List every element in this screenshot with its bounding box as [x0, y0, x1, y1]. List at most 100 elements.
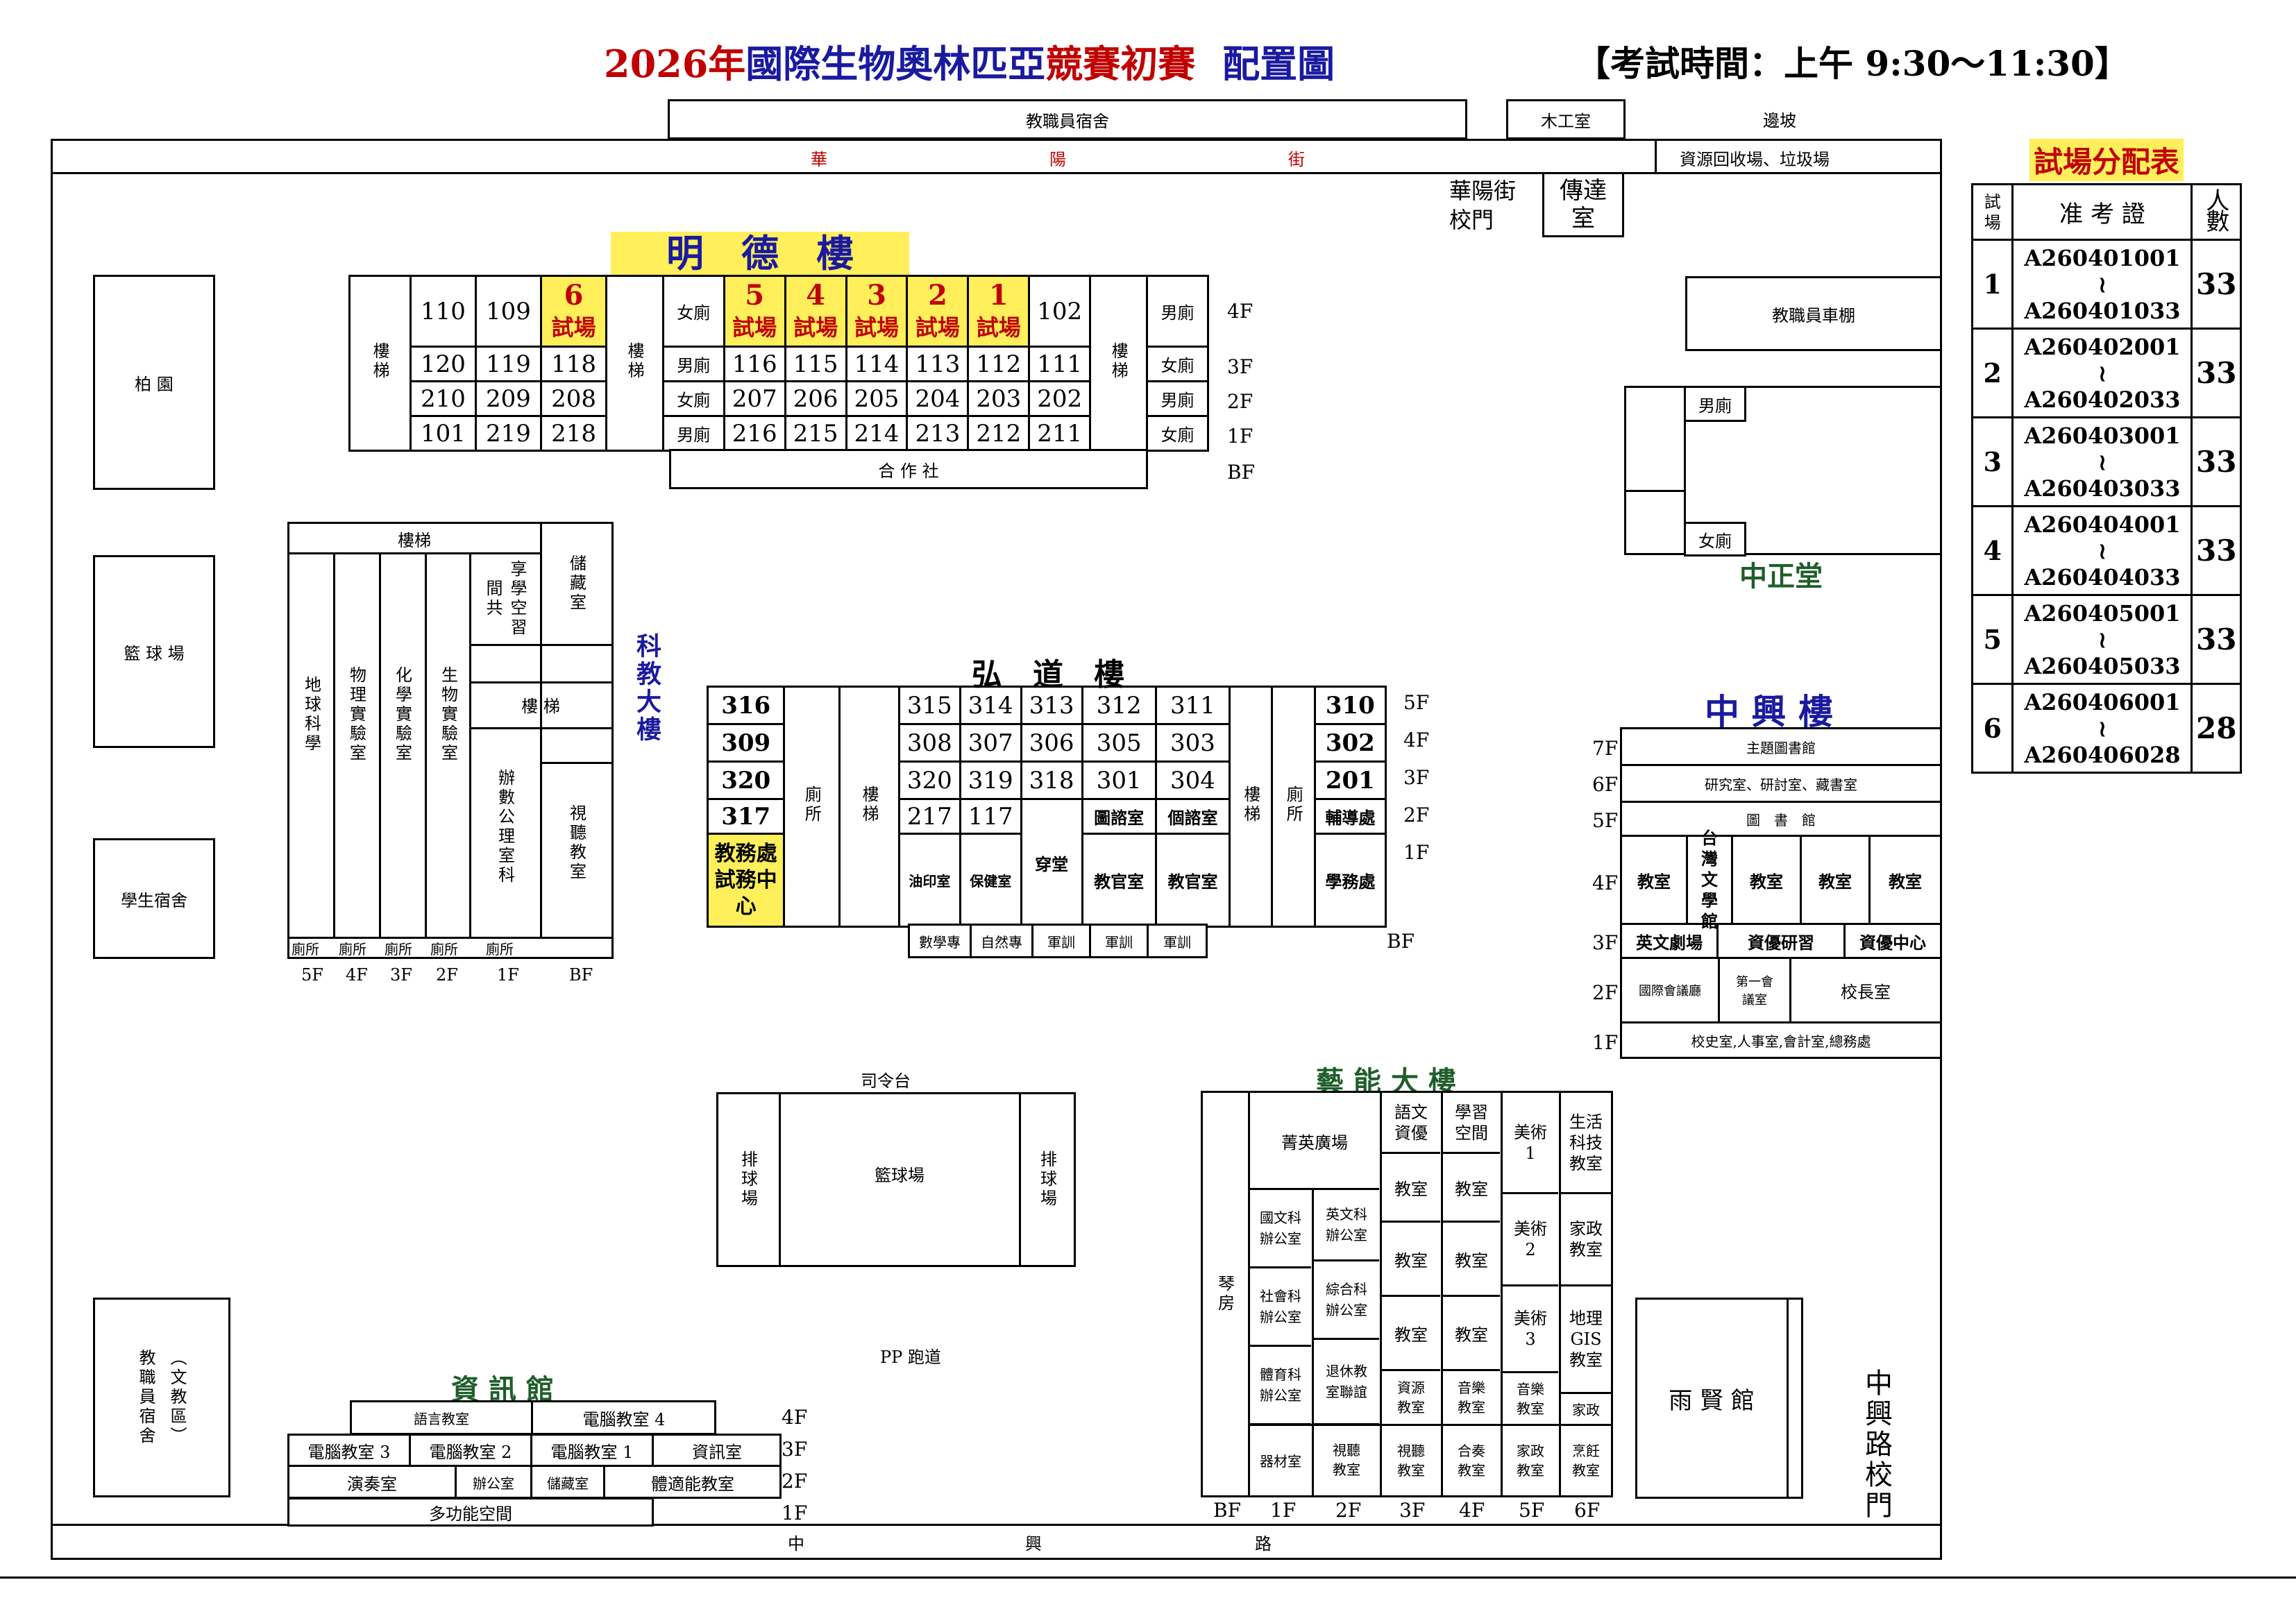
life-tech-room: 生活科技教室 — [1561, 1094, 1611, 1194]
pe-office: 體育科辦公室 — [1250, 1347, 1311, 1425]
yineng-floor-5f: 5F — [1519, 1499, 1545, 1522]
ziyun-floor-2f: 2F — [782, 1470, 808, 1493]
room-214: 214 — [845, 415, 909, 452]
room-318: 318 — [1020, 760, 1083, 800]
kejiao-name: 科教大樓 — [632, 633, 661, 744]
room-303: 303 — [1154, 723, 1231, 763]
kejiao-wc-2f: 廁所 — [430, 941, 458, 958]
room-315: 315 — [897, 686, 961, 725]
room-317: 317 — [706, 798, 786, 835]
room-302: 302 — [1313, 723, 1387, 763]
garden: 柏 園 — [93, 275, 215, 490]
study-space: 學習空間 — [1443, 1094, 1500, 1154]
ziyun-floor-3f: 3F — [782, 1438, 808, 1461]
room-203: 203 — [967, 380, 1031, 417]
zhongxing-floor-7f: 7F — [1592, 737, 1619, 760]
principal-office: 校長室 — [1791, 959, 1940, 1023]
room-102: 102 — [1028, 275, 1092, 348]
yineng-floor-3f: 3F — [1399, 1499, 1426, 1522]
integrated-office: 綜合科辦公室 — [1314, 1261, 1379, 1340]
kejiao-wc-4f: 廁所 — [339, 941, 366, 958]
allocation-table: 試場 准 考 證 人數 1 A260401001≀A260401033 33 2… — [1970, 183, 2242, 774]
mingde-wc-1f-right: 女廁 — [1145, 415, 1210, 452]
geography-gis-room: 地理GIS教室 — [1561, 1286, 1611, 1394]
music-room-2: 音樂教室 — [1503, 1373, 1558, 1426]
room-101: 101 — [409, 415, 477, 452]
room-304: 304 — [1154, 760, 1231, 800]
zhongzheng-hall — [1624, 386, 1942, 555]
kejiao-storage: 儲藏室 — [566, 554, 586, 613]
computer-room-4: 電腦教室 4 — [582, 1409, 666, 1429]
title-part1: 國際生物奧林匹亞 — [745, 42, 1046, 86]
street-zhongxing-3: 路 — [1255, 1534, 1272, 1554]
room-202: 202 — [1028, 380, 1092, 417]
mingde-stairs-left: 樓梯 — [348, 275, 412, 452]
allocation-header-count: 人數 — [2191, 183, 2242, 241]
kejiao-floor-5f: 5F — [301, 965, 323, 985]
individual-counseling: 個諮室 — [1154, 798, 1231, 835]
street-zhongxing-1: 中 — [788, 1534, 804, 1554]
allocation-header-room: 試場 — [1970, 183, 2014, 241]
room-217: 217 — [897, 798, 961, 835]
room-201: 201 — [1313, 760, 1387, 800]
room-310: 310 — [1313, 686, 1387, 725]
home-ec-small: 家政 — [1561, 1394, 1611, 1426]
kejiao-floor-bf: BF — [569, 965, 593, 985]
yineng-classroom-4: 教室 — [1443, 1223, 1500, 1297]
allocation-count-6: 28 — [2191, 683, 2242, 774]
kejiao-study-space: 享學空習間共 — [483, 560, 527, 638]
allocation-room-2: 2 — [1970, 328, 2014, 418]
home-ec-room: 家政教室 — [1561, 1194, 1611, 1286]
gate-zhongxing: 中興路校門 — [1860, 1368, 1892, 1521]
mingde-floor-2f: 2F — [1227, 390, 1253, 413]
zhongzheng-wc-female: 女廁 — [1684, 522, 1746, 556]
kejiao-floor-3f: 3F — [390, 965, 412, 985]
yineng-classroom-6: 教室 — [1443, 1297, 1500, 1371]
allocation-range-4: A260404001≀A260404033 — [2011, 505, 2193, 596]
ziyun-office: 辦公室 — [457, 1467, 532, 1497]
basketball-court-center: 籃球場 — [875, 1166, 925, 1185]
mingde-name: 明 德 樓 — [611, 232, 909, 275]
kejiao-wc-1f: 廁所 — [486, 941, 514, 958]
instructor-room-1: 教官室 — [1081, 833, 1157, 928]
ziyun-storage: 儲藏室 — [532, 1467, 605, 1497]
yineng-classroom-5: 教室 — [1382, 1297, 1440, 1371]
allocation-count-1: 33 — [2191, 239, 2242, 330]
gifted-study: 資優研習 — [1719, 925, 1846, 959]
kejiao-floor-2f: 2F — [436, 965, 458, 985]
kejiao-floor-1f: 1F — [497, 965, 519, 985]
mingde-stairs-mid: 樓梯 — [605, 275, 664, 452]
zhongxing-5f: 圖 書 館 — [1622, 803, 1940, 837]
zhongxing-floor-6f: 6F — [1592, 773, 1619, 796]
exam-time: 【考試時間：上午 9:30～11:30】 — [1576, 43, 2129, 84]
kejiao-stairs-top: 樓梯 — [398, 530, 431, 550]
ziyun-floor-4f: 4F — [782, 1406, 808, 1429]
room-307: 307 — [959, 723, 1022, 763]
music-room-1: 音樂教室 — [1443, 1371, 1500, 1426]
yineng-floor-2f: 2F — [1335, 1499, 1362, 1522]
allocation-room-4: 4 — [1970, 505, 2014, 596]
kejiao-av-room: 視聽教室 — [566, 804, 586, 882]
room-110: 110 — [409, 275, 477, 348]
chinese-office: 國文科辦公室 — [1250, 1190, 1311, 1268]
mingde-wc-3f-left: 男廁 — [661, 346, 725, 382]
mingde-wc-2f-right: 男廁 — [1145, 380, 1210, 417]
hongdao-floor-4f: 4F — [1403, 729, 1430, 751]
room-118: 118 — [539, 346, 608, 382]
counseling-room: 圖諮室 — [1081, 798, 1157, 835]
zhongxing-building — [1620, 727, 1942, 1059]
volleyball-left: 排球場 — [738, 1150, 758, 1209]
mingde-floor-4f: 4F — [1227, 300, 1253, 323]
zhongzheng-name: 中正堂 — [1739, 560, 1823, 593]
allocation-range-6: A260406001≀A260406028 — [2011, 683, 2193, 774]
staff-dorm-top: 教職員宿舍 — [668, 99, 1467, 139]
mingde-floor-bf: BF — [1227, 461, 1256, 484]
street-huayang-2: 陽 — [1049, 150, 1066, 169]
student-dorm: 學生宿舍 — [93, 838, 215, 959]
allocation-range-5: A260405001≀A260405033 — [2011, 594, 2193, 685]
lab-chemistry: 化學實驗室 — [392, 666, 412, 763]
